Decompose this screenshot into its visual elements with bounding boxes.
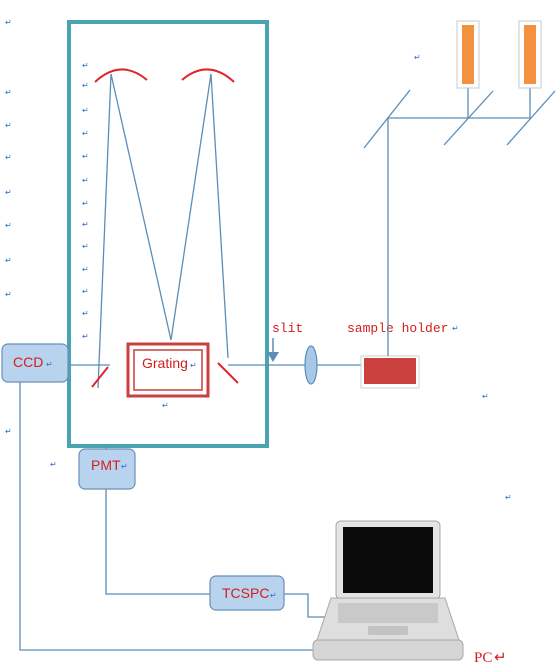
concave-mirror-left	[94, 68, 148, 83]
pc-label: PC	[474, 650, 492, 666]
paragraph-marks-frame: ↵ ↵ ↵ ↵ ↵ ↵ ↵ ↵ ↵ ↵ ↵ ↵ ↵ ↵	[82, 61, 169, 410]
pmt-detector: PMT ↵	[78, 448, 136, 490]
sample-holder	[360, 355, 420, 389]
paragraph-mark: ↵	[452, 324, 459, 333]
laser-source-1	[456, 20, 480, 89]
svg-text:↵: ↵	[5, 290, 12, 299]
svg-text:↵: ↵	[82, 332, 89, 341]
ccd-label: CCD	[13, 354, 43, 370]
sample-holder-label: sample holder	[347, 321, 448, 336]
grating-label: Grating	[142, 355, 188, 371]
tcspc-label: TCSPC	[222, 585, 269, 601]
tcspc-module: TCSPC ↵	[209, 575, 285, 611]
svg-text:↵: ↵	[505, 493, 512, 502]
slit-label: slit	[272, 321, 303, 336]
pmt-label: PMT	[91, 457, 121, 473]
svg-text:↵: ↵	[82, 265, 89, 274]
svg-text:↵: ↵	[82, 220, 89, 229]
svg-text:↵: ↵	[5, 256, 12, 265]
flat-mirror-left	[91, 366, 109, 388]
svg-text:↵: ↵	[82, 106, 89, 115]
svg-text:↵: ↵	[82, 152, 89, 161]
mirror-laser-2	[506, 90, 556, 146]
svg-text:↵: ↵	[5, 188, 12, 197]
svg-text:↵: ↵	[5, 153, 12, 162]
svg-text:↵: ↵	[82, 61, 89, 70]
svg-text:↵: ↵	[482, 392, 489, 401]
lens	[304, 345, 318, 385]
svg-text:↵: ↵	[82, 199, 89, 208]
laser-source-2	[518, 20, 542, 89]
svg-text:↵: ↵	[82, 309, 89, 318]
return-mark: ↵	[494, 650, 507, 666]
paragraph-marks-left-margin: ↵ ↵ ↵ ↵ ↵ ↵ ↵ ↵ ↵	[5, 18, 12, 436]
grating: Grating ↵	[126, 342, 210, 398]
paragraph-mark: ↵	[270, 591, 277, 600]
monochromator-frame	[67, 20, 269, 448]
svg-text:↵: ↵	[82, 176, 89, 185]
mirror-laser-1	[443, 90, 494, 146]
svg-text:↵: ↵	[5, 18, 12, 27]
mirror-main	[363, 89, 411, 149]
svg-text:↵: ↵	[414, 53, 421, 62]
svg-text:↵: ↵	[82, 129, 89, 138]
svg-text:↵: ↵	[162, 401, 169, 410]
ccd-detector: CCD ↵	[1, 343, 69, 383]
paragraph-mark: ↵	[121, 462, 128, 471]
svg-text:↵: ↵	[5, 427, 12, 436]
laser-beam-path	[387, 88, 531, 356]
paragraph-marks-misc: ↵ ↵ ↵ ↵	[50, 53, 512, 502]
svg-text:↵: ↵	[82, 242, 89, 251]
svg-text:↵: ↵	[82, 287, 89, 296]
concave-mirror-right	[181, 68, 235, 83]
svg-text:↵: ↵	[5, 221, 12, 230]
svg-text:↵: ↵	[5, 88, 12, 97]
slit	[267, 338, 279, 362]
internal-beam-path	[70, 73, 267, 389]
beam-splitters	[363, 89, 556, 149]
paragraph-mark: ↵	[190, 361, 197, 370]
laptop-pc	[312, 520, 464, 661]
flat-mirror-right	[217, 362, 239, 384]
signal-cables	[19, 382, 338, 651]
svg-text:↵: ↵	[5, 121, 12, 130]
paragraph-mark: ↵	[46, 360, 53, 369]
svg-text:↵: ↵	[82, 81, 89, 90]
svg-text:↵: ↵	[50, 460, 57, 469]
